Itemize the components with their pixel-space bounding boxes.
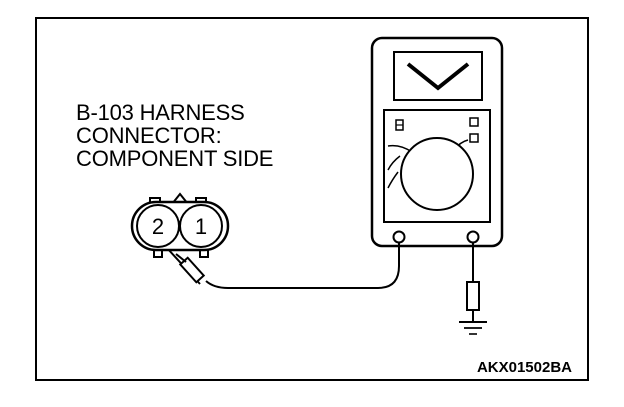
figure-code: AKX01502BA — [476, 359, 572, 376]
selector-dial — [400, 137, 474, 211]
pin-number-2: 2 — [152, 214, 164, 239]
pin-cavity-1 — [179, 204, 223, 248]
connector-label-line-3: COMPONENT SIDE — [76, 146, 274, 171]
com-jack — [392, 230, 406, 244]
connector-label-line-2: CONNECTOR: — [76, 123, 222, 148]
volt-jack — [466, 230, 480, 244]
test-lead-wire — [205, 243, 400, 289]
ground-icon — [459, 321, 487, 335]
test-probe — [166, 247, 206, 285]
ground-lead — [466, 243, 480, 322]
diagram-frame — [35, 17, 589, 381]
mode-button-icon — [469, 117, 479, 127]
range-button-icon — [469, 133, 479, 143]
multimeter-display — [393, 51, 483, 101]
voltage-v-icon — [406, 62, 470, 91]
pin-number-1: 1 — [195, 214, 207, 239]
harness-connector: 2 1 — [130, 192, 230, 258]
connector-label-line-1: B-103 HARNESS — [76, 100, 245, 125]
multimeter — [370, 36, 504, 248]
